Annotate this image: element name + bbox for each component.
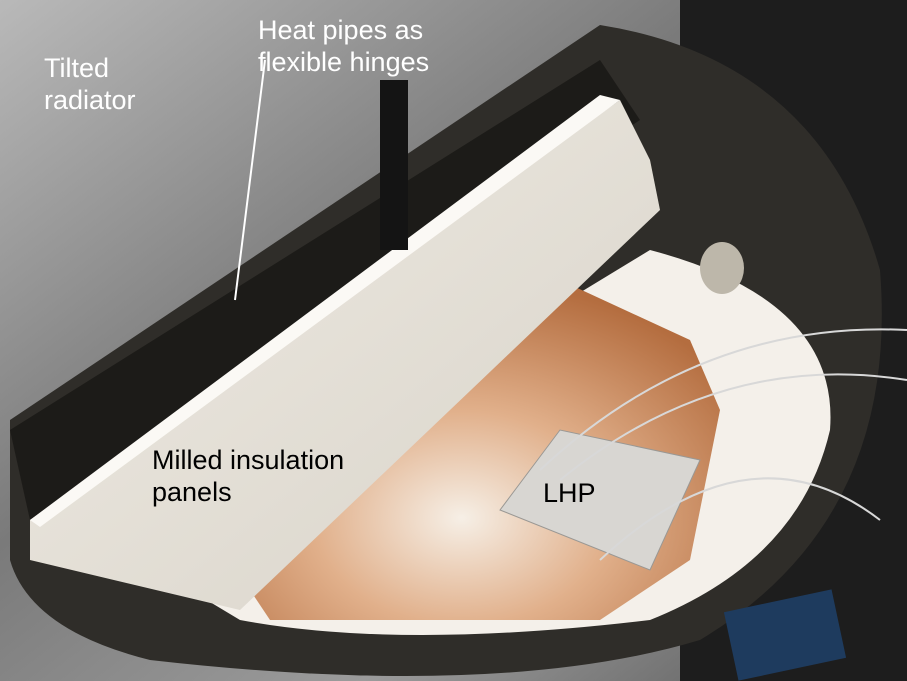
heat-pipe-leader-line — [234, 59, 266, 301]
label-line: Milled insulation — [152, 445, 345, 475]
lhp-block — [499, 429, 701, 571]
label-heat-pipes: Heat pipes as flexible hinges — [258, 14, 429, 78]
black-post — [380, 80, 408, 250]
label-insulation-panels: Milled insulation panels — [152, 444, 344, 508]
label-lhp: LHP — [543, 478, 596, 508]
label-tilted-radiator: Tilted radiator — [44, 52, 136, 116]
insulation-panel-top — [30, 95, 620, 527]
insulation-panel — [30, 100, 660, 610]
label-line: radiator — [44, 85, 136, 115]
label-line: Heat pipes as — [258, 15, 424, 45]
black-rail — [10, 60, 640, 520]
screw-box — [723, 589, 847, 681]
thermocouple-wires — [539, 328, 907, 561]
vent-disc — [700, 242, 744, 294]
label-line: Tilted — [44, 53, 110, 83]
label-line: flexible hinges — [258, 47, 430, 77]
label-line: panels — [152, 477, 232, 507]
